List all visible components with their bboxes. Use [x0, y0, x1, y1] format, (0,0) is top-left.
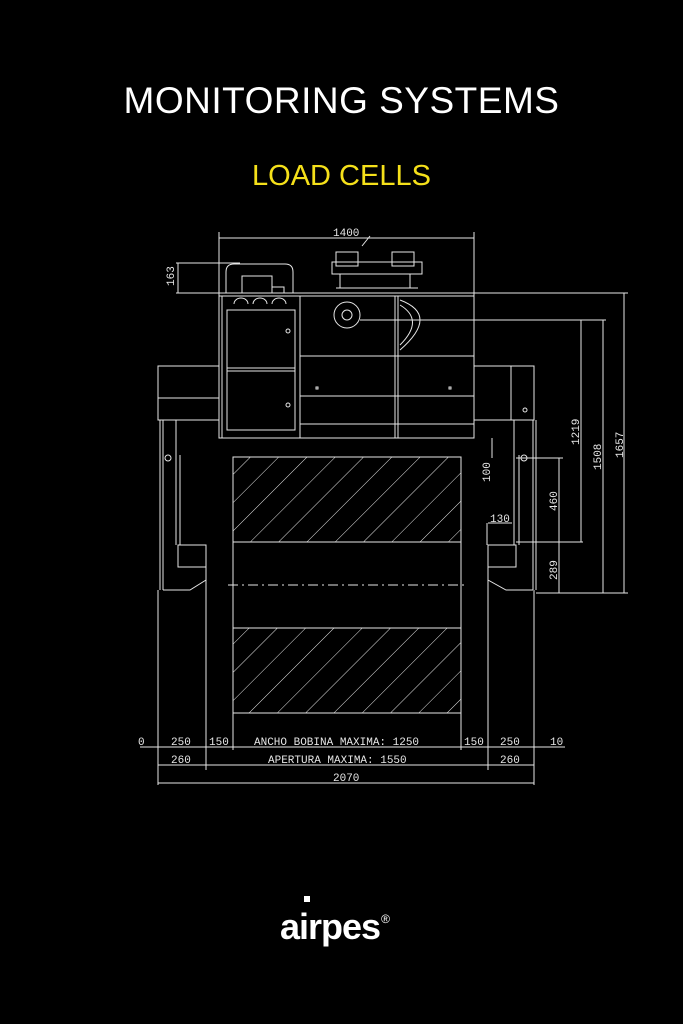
- dim-row1-10: 10: [550, 737, 563, 749]
- dim-row2-apertura: APERTURA MAXIMA: 1550: [268, 755, 407, 767]
- dim-1400: 1400: [333, 228, 359, 240]
- dim-460: 460: [549, 491, 561, 511]
- dim-row1-250-left: 250: [171, 737, 191, 749]
- logo-dot: [304, 896, 310, 902]
- dim-row2-260-right: 260: [500, 755, 520, 767]
- dim-1508: 1508: [593, 444, 605, 470]
- dim-289: 289: [549, 560, 561, 580]
- dim-row1-150-left: 150: [209, 737, 229, 749]
- dim-130: 130: [490, 514, 510, 526]
- dim-row1-250-right: 250: [500, 737, 520, 749]
- dim-1219: 1219: [571, 419, 583, 445]
- dim-163: 163: [166, 266, 178, 286]
- page-subtitle: LOAD CELLS: [252, 160, 431, 192]
- registered-mark: ®: [381, 912, 390, 926]
- dim-100: 100: [482, 462, 494, 482]
- dim-row3-2070: 2070: [333, 773, 359, 785]
- dim-row1-ancho-bobina: ANCHO BOBINA MAXIMA: 1250: [254, 737, 419, 749]
- page-title: MONITORING SYSTEMS: [123, 80, 560, 121]
- brand-name: airpes: [280, 906, 381, 947]
- dim-row1-0: 0: [138, 737, 145, 749]
- dim-1657: 1657: [615, 432, 627, 458]
- dim-row1-150-right: 150: [464, 737, 484, 749]
- brand-logo: airpes®: [280, 906, 390, 948]
- dim-row2-260-left: 260: [171, 755, 191, 767]
